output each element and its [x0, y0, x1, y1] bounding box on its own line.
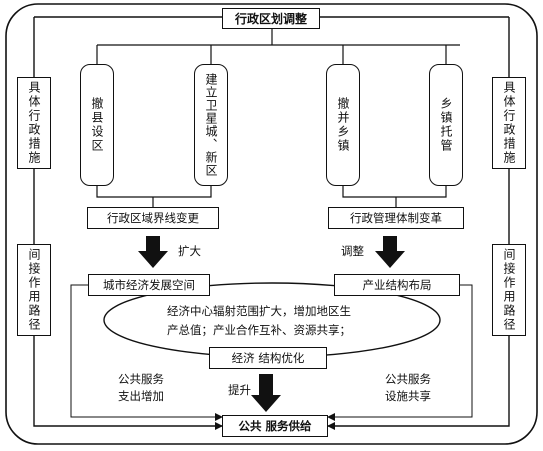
right-measures-bracket — [342, 186, 447, 207]
right-path-text-1: 公共服务 — [385, 372, 431, 386]
effect-text-line1: 经济中心辐射范围扩大，增加地区生 — [167, 304, 351, 318]
measure-text-3: 撤并乡镇 — [336, 97, 350, 153]
measure-text-1: 撤县设区 — [90, 97, 104, 153]
upgrade-label: 提升 — [228, 383, 251, 397]
management-reform-box: 行政管理体制变革 — [328, 207, 464, 229]
measure-box-2: 建立卫星城、新区 — [194, 64, 228, 186]
side-label-left-top: 具体行政措施 — [17, 77, 51, 169]
side-label-left-bottom: 间接作用路径 — [17, 244, 51, 336]
measure-box-3: 撤并乡镇 — [326, 64, 360, 186]
side-label-right-bottom: 间接作用路径 — [492, 244, 526, 336]
economic-optimization-text: 经济 结构优化 — [231, 351, 305, 365]
left-path-line — [70, 284, 223, 421]
left-measures-bracket — [96, 186, 212, 207]
side-label-right-top-text: 具体行政措施 — [502, 81, 516, 165]
side-label-right-top: 具体行政措施 — [492, 77, 526, 169]
boundary-change-text: 行政区域界线变更 — [107, 211, 199, 225]
upgrade-arrow — [251, 374, 281, 412]
left-path-text-2: 支出增加 — [118, 389, 164, 403]
management-reform-text: 行政管理体制变革 — [350, 211, 442, 225]
measure-box-4: 乡镇托管 — [429, 64, 463, 186]
right-path-line — [327, 284, 473, 421]
title-text: 行政区划调整 — [234, 12, 307, 26]
boundary-change-box: 行政区域界线变更 — [87, 207, 219, 229]
side-label-left-bottom-text: 间接作用路径 — [27, 248, 41, 332]
adjust-label: 调整 — [341, 244, 364, 258]
public-service-supply-text: 公共 服务供给 — [238, 419, 312, 433]
measure-text-2: 建立卫星城、新区 — [204, 73, 218, 177]
expand-arrow — [138, 236, 168, 268]
outer-frame — [5, 3, 538, 445]
industry-layout-text: 产业结构布局 — [362, 278, 432, 292]
left-path-text-1: 公共服务 — [118, 372, 164, 386]
measure-text-4: 乡镇托管 — [439, 97, 453, 153]
urban-space-text: 城市经济发展空间 — [103, 278, 195, 292]
measure-box-1: 撤县设区 — [80, 64, 114, 186]
industry-layout-box: 产业结构布局 — [334, 274, 460, 296]
public-service-supply-box: 公共 服务供给 — [222, 415, 328, 437]
expand-label: 扩大 — [178, 244, 201, 258]
urban-space-box: 城市经济发展空间 — [88, 274, 210, 296]
side-label-right-bottom-text: 间接作用路径 — [502, 248, 516, 332]
title-bracket — [96, 29, 460, 64]
economic-optimization-box: 经济 结构优化 — [209, 347, 327, 369]
right-path-text-2: 设施共享 — [385, 389, 431, 403]
adjust-arrow — [375, 236, 405, 268]
effect-text-line2: 产总值；产业合作互补、资源共享； — [167, 323, 351, 337]
title-box: 行政区划调整 — [222, 8, 320, 29]
side-label-left-top-text: 具体行政措施 — [27, 81, 41, 165]
